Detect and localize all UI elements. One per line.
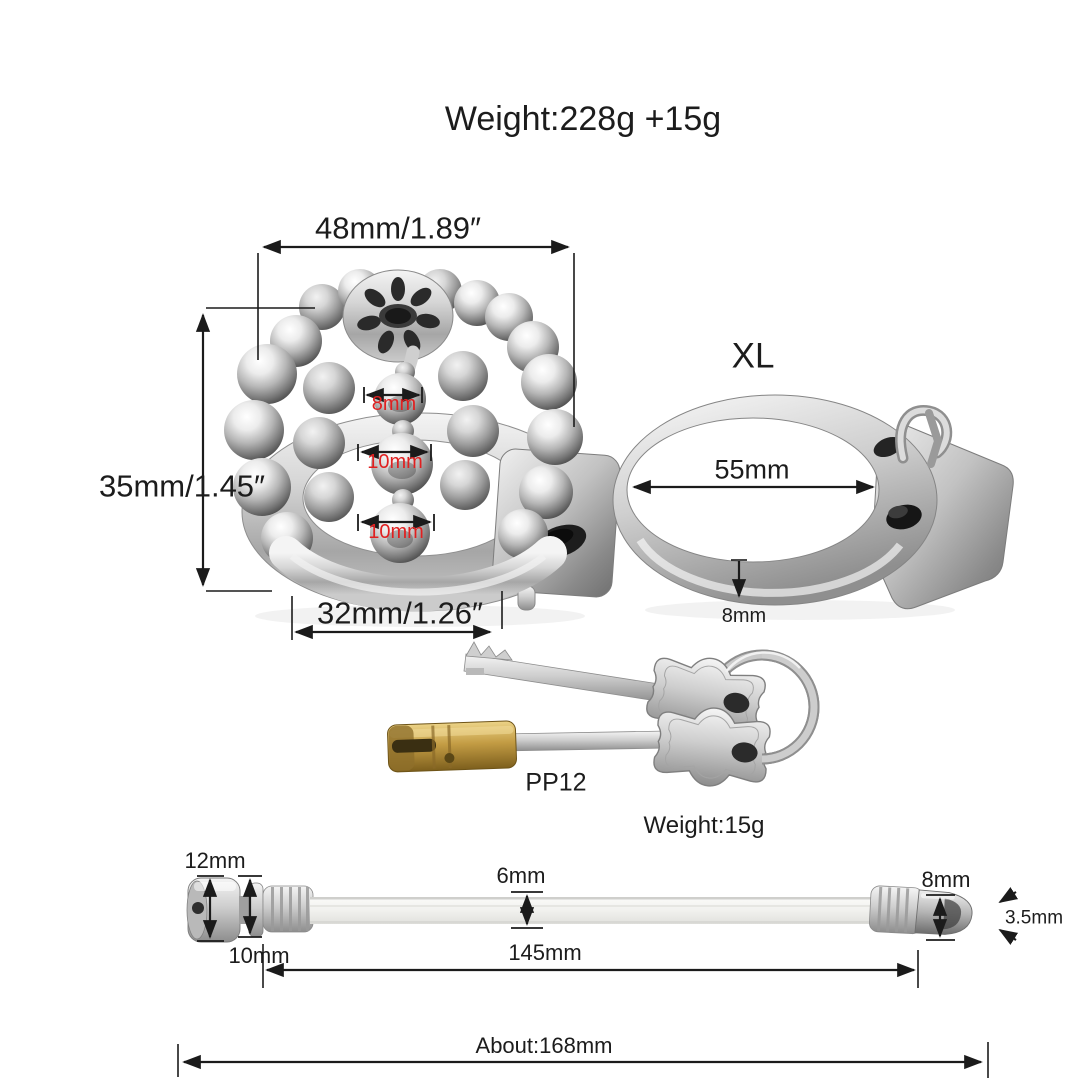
dim-tip-8mm (926, 894, 955, 941)
dim-rod-12mm (197, 875, 224, 942)
key-head-lower (653, 707, 771, 787)
dim-ball-10mm-low (357, 514, 435, 531)
dim-tube-6mm (511, 891, 543, 929)
lock-and-keys-photo (387, 641, 820, 787)
dim-ring-8mm (731, 559, 747, 598)
total-weight-title: Weight:228g +15g (444, 100, 722, 138)
ring-diameter-label: 55mm (714, 454, 790, 485)
base-ring-photo (612, 394, 1014, 620)
dim-cage-width (257, 239, 575, 427)
ball-cage-photo (224, 269, 621, 627)
dim-168mm (177, 1042, 989, 1078)
ring-size-label: XL (731, 336, 775, 376)
cage-top-hub (342, 269, 454, 385)
ball-dim-10mm-mid-label: 10mm (367, 451, 423, 473)
lock-model-label: PP12 (525, 768, 587, 797)
tip-hole-label: 3.5mm (1004, 907, 1064, 929)
ball-dim-8mm-label: 8mm (371, 393, 417, 415)
dim-ball-10mm-mid (357, 444, 432, 461)
dim-cage-height (195, 307, 315, 592)
ball-dim-10mm-low-label: 10mm (368, 521, 424, 543)
ring-thickness-label: 8mm (721, 605, 767, 627)
tip-diameter-label: 8mm (921, 867, 971, 892)
rod-cap-diameter-label: 12mm (184, 848, 246, 873)
rod-collar-diameter-label: 10mm (228, 943, 290, 968)
lock-weight-label: Weight:15g (643, 812, 765, 839)
tube-diameter-label: 6mm (496, 863, 546, 888)
total-length-label: About:168mm (475, 1033, 613, 1058)
cage-base-label: 32mm/1.26″ (316, 595, 484, 631)
sound-rod-photo (186, 877, 973, 943)
ring-clasp-hook (895, 404, 953, 468)
cage-width-label: 48mm/1.89″ (314, 210, 482, 246)
shaft-length-label: 145mm (508, 940, 582, 965)
dim-145mm (262, 944, 919, 988)
dim-tip-3-5mm (998, 887, 1019, 945)
brass-lock-cylinder (387, 720, 517, 773)
dimension-lines (177, 239, 1019, 1078)
dim-cage-base (291, 591, 503, 640)
cage-height-label: 35mm/1.45″ (98, 468, 266, 504)
dim-ball-8mm (363, 387, 423, 403)
dim-rod-10mm (238, 875, 262, 938)
